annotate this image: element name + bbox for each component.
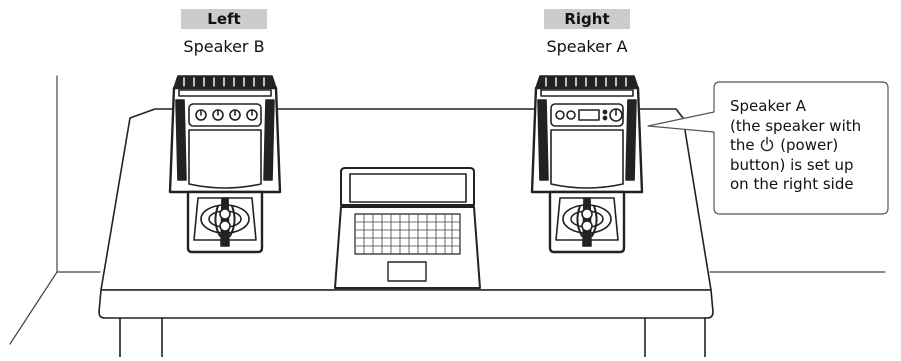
speaker-a-label: Speaker A [546, 37, 628, 56]
callout-line-3-pre: the [730, 136, 755, 154]
callout-text: Speaker A (the speaker with the (power) … [730, 97, 890, 195]
laptop [334, 167, 481, 289]
right-position-tag: Right [544, 9, 630, 29]
left-position-tag: Left [181, 9, 267, 29]
power-icon [761, 136, 774, 152]
speaker-a [530, 75, 644, 254]
callout-bubble [647, 81, 889, 215]
callout-line-1: Speaker A [730, 97, 807, 115]
callout-line-2: (the speaker with [730, 116, 862, 135]
room-lines [9, 75, 886, 345]
callout-line-3-post: (power) [780, 136, 839, 154]
callout-line-5: on the right side [730, 175, 854, 193]
speaker-b-label: Speaker B [183, 37, 265, 56]
callout-line-3: the (power) [730, 136, 890, 156]
speaker-b [168, 75, 282, 254]
callout-line-4: button) is set up [730, 155, 854, 174]
